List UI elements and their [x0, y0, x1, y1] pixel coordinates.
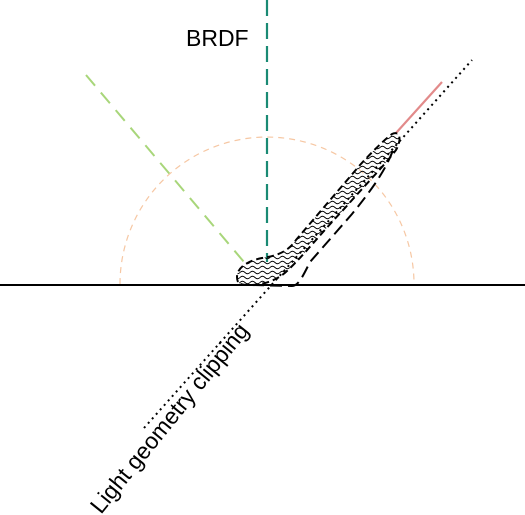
reflected-ray: [395, 81, 443, 134]
brdf-lobe: [236, 132, 401, 287]
clip-label: Light geometry clipping: [85, 318, 254, 515]
brdf-title: BRDF: [186, 25, 249, 51]
hemisphere-arc: [119, 136, 415, 285]
incident-ray: [85, 74, 245, 263]
